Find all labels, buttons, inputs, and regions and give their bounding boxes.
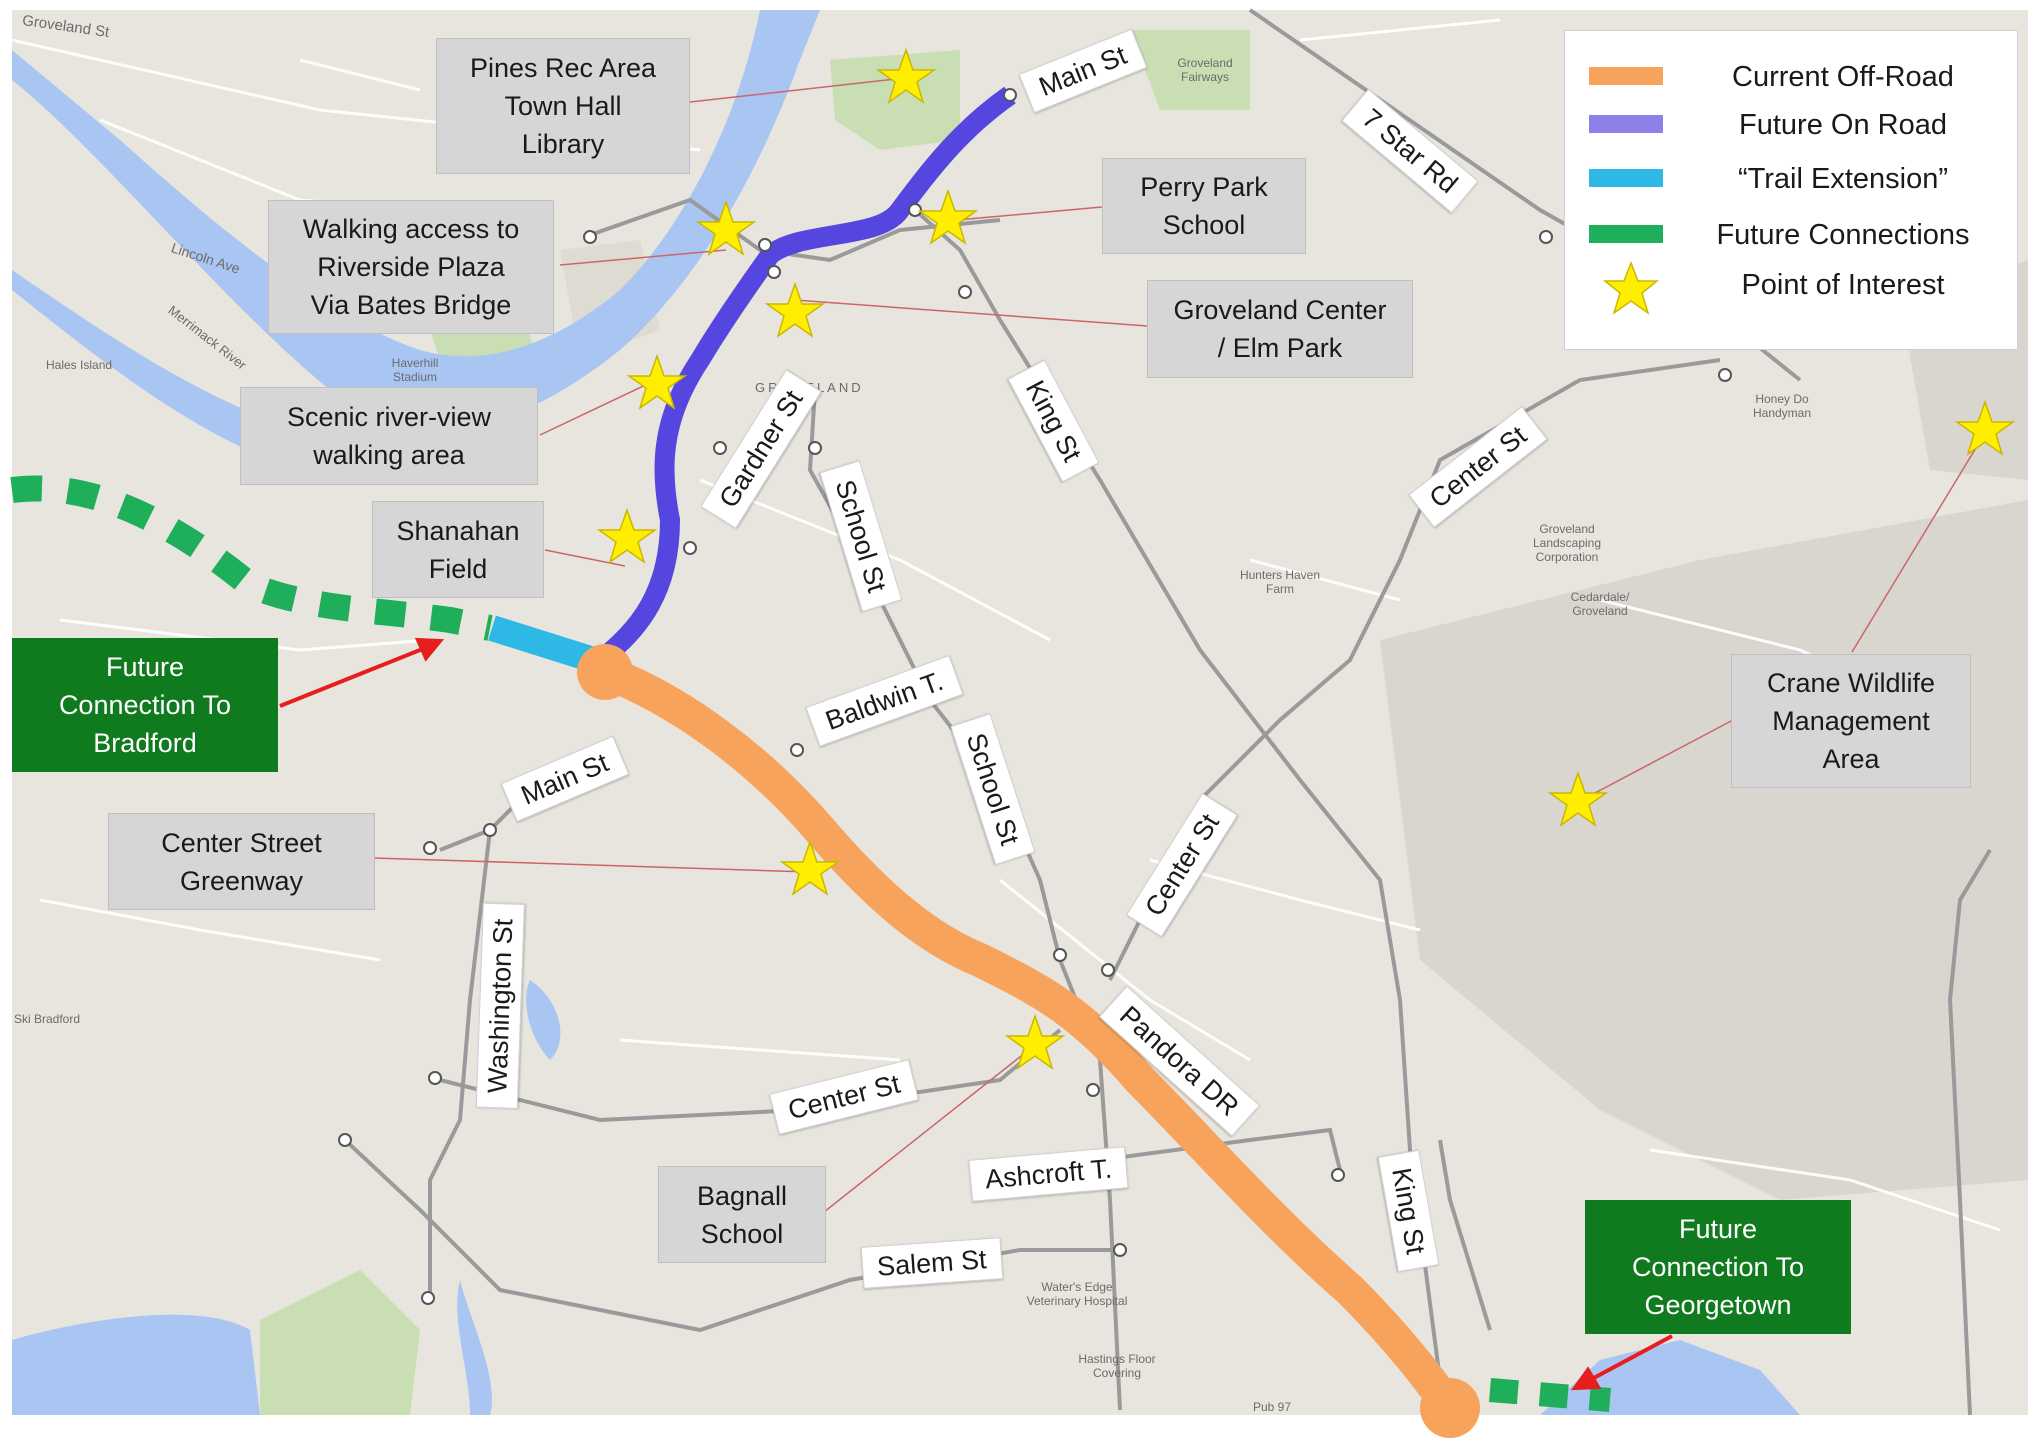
callout-text: Center Street Greenway — [161, 827, 322, 896]
street-label: Washington St — [475, 903, 525, 1109]
connection-text: Future Connection To Bradford — [58, 652, 232, 758]
map-label: Water's Edge Veterinary Hospital — [1026, 1280, 1128, 1308]
legend-item-future-connections: Future Connections — [1565, 211, 2017, 263]
map-label: Hales Island — [46, 358, 113, 372]
callout-groveland-center: Groveland Center / Elm Park — [1147, 280, 1413, 378]
callout-text: Perry Park School — [1140, 172, 1268, 240]
callout-perry-park: Perry Park School — [1102, 158, 1306, 254]
callout-pines-rec-area: Pines Rec Area Town Hall Library — [436, 38, 690, 174]
legend-label: Future Connections — [1716, 219, 1970, 251]
map-label: Ski Bradford — [14, 1012, 81, 1026]
legend-label: Current Off-Road — [1732, 61, 1954, 93]
point-of-interest-star — [1547, 770, 1609, 827]
map-label: Groveland Fairways — [1177, 56, 1233, 84]
legend-swatch — [1589, 115, 1663, 133]
legend-item-point-of-interest: Point of Interest — [1565, 261, 2017, 333]
callout-text: Shanahan Field — [396, 515, 520, 584]
legend-item-trail-extension: “Trail Extension” — [1565, 155, 2017, 207]
callout-text: Scenic river-view walking area — [286, 402, 492, 470]
map-label: Hunters Haven Farm — [1239, 568, 1321, 596]
point-of-interest-star — [875, 47, 937, 104]
point-of-interest-star — [626, 353, 688, 410]
future-connection-georgetown: Future Connection To Georgetown — [1585, 1200, 1851, 1334]
point-of-interest-star — [779, 839, 841, 896]
legend-swatch — [1589, 169, 1663, 187]
map-label: Cedardale/ Groveland — [1570, 590, 1630, 618]
point-of-interest-star — [695, 199, 757, 256]
future-connection-bradford: Future Connection To Bradford — [12, 638, 278, 772]
star-icon — [1603, 261, 1659, 315]
map-label: Haverhill Stadium — [391, 356, 439, 384]
legend-label: Point of Interest — [1741, 269, 1945, 301]
point-of-interest-star — [1004, 1013, 1066, 1070]
point-of-interest-star — [917, 188, 979, 245]
callout-text: Crane Wildlife Management Area — [1766, 668, 1936, 774]
map-label: Hastings Floor Covering — [1078, 1352, 1156, 1380]
legend-label: Future On Road — [1739, 109, 1947, 141]
legend-item-future-on-road: Future On Road — [1565, 101, 2017, 153]
callout-walking-access: Walking access to Riverside Plaza Via Ba… — [268, 200, 554, 334]
legend-swatch — [1589, 67, 1663, 85]
legend-label: “Trail Extension” — [1737, 163, 1949, 195]
legend-swatch — [1589, 225, 1663, 243]
point-of-interest-star — [1954, 399, 2016, 456]
map-label: Pub 97 — [1253, 1400, 1292, 1414]
map-label: Honey Do Handyman — [1752, 392, 1812, 420]
map-label: Groveland Landscaping Corporation — [1532, 522, 1602, 564]
callout-text: Walking access to Riverside Plaza Via Ba… — [302, 214, 520, 320]
callout-text: Groveland Center / Elm Park — [1173, 295, 1387, 363]
point-of-interest-star — [764, 281, 826, 338]
callout-shanahan-field: Shanahan Field — [372, 501, 544, 598]
map-legend: Current Off-Road Future On Road “Trail E… — [1564, 30, 2018, 350]
callout-scenic-river: Scenic river-view walking area — [240, 387, 538, 485]
connection-text: Future Connection To Georgetown — [1631, 1214, 1805, 1320]
callout-text: Pines Rec Area Town Hall Library — [469, 53, 657, 159]
point-of-interest-star — [596, 507, 658, 564]
callout-text: Bagnall School — [696, 1180, 788, 1249]
callout-crane-wildlife: Crane Wildlife Management Area — [1731, 654, 1971, 788]
callout-bagnall-school: Bagnall School — [658, 1166, 826, 1263]
callout-center-street-greenway: Center Street Greenway — [108, 813, 375, 910]
legend-item-current-off-road: Current Off-Road — [1565, 53, 2017, 105]
